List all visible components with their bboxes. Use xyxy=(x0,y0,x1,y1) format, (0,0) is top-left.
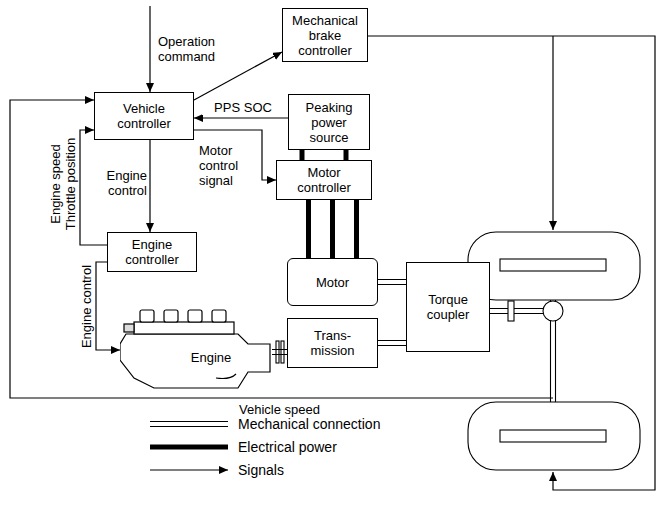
legend-stroke xyxy=(150,421,228,422)
legend-label: Mechanical connection xyxy=(238,416,380,432)
output-shaft xyxy=(490,308,543,309)
clutch-plate xyxy=(276,341,279,363)
node-label: Trans- mission xyxy=(298,328,368,358)
signal-arrow xyxy=(194,118,288,119)
connector-stroke xyxy=(378,279,406,280)
signal-label: Engine control xyxy=(96,168,148,198)
legend-stroke xyxy=(150,469,228,470)
motor-box: Motor xyxy=(287,258,378,306)
annotation-label: Operation command xyxy=(157,34,239,64)
node-label: Engine controller xyxy=(108,237,196,267)
command-arrow xyxy=(149,6,150,92)
connector-stroke xyxy=(272,349,287,350)
wheel-rim xyxy=(500,259,606,271)
node-label: Mechanical brake controller xyxy=(283,13,367,58)
legend-sample xyxy=(150,470,228,471)
connector-stroke xyxy=(354,200,359,258)
node-label: Motor xyxy=(312,275,353,290)
brake-signal-line xyxy=(552,36,553,230)
differential xyxy=(543,301,563,321)
signal-label: Engine control xyxy=(79,257,94,355)
signal-label: Engine speed Throttle position xyxy=(48,129,78,239)
node-label: Engine xyxy=(150,350,272,365)
node-label: Motor controller xyxy=(277,165,371,195)
connector-stroke xyxy=(272,354,287,355)
signal-arrow xyxy=(96,262,120,350)
legend-label: Signals xyxy=(238,462,284,478)
connector-stroke xyxy=(306,200,311,258)
signal-arrow xyxy=(150,140,151,232)
mechanical-link xyxy=(378,341,406,346)
wheel-tire xyxy=(468,402,640,470)
wheel-rim xyxy=(500,430,606,442)
coupler-box: Torque coupler xyxy=(406,262,490,352)
legend-sample xyxy=(150,447,228,448)
output-shaft xyxy=(490,313,543,314)
legend-stroke xyxy=(150,445,228,450)
connector-stroke xyxy=(300,150,305,160)
connector-stroke xyxy=(330,200,335,258)
node-label: Peaking power source xyxy=(289,100,369,145)
node-label: Vehicle controller xyxy=(95,101,193,131)
node-label: Torque coupler xyxy=(407,292,489,322)
controller-box: Mechanical brake controller xyxy=(282,8,368,62)
mechanical-link xyxy=(378,280,406,285)
controller-box: Vehicle controller xyxy=(94,92,194,140)
power-source-box: Peaking power source xyxy=(288,94,370,150)
annotation-label: Vehicle speed xyxy=(238,402,340,417)
engine-figure: Engine xyxy=(120,308,272,392)
signal-label: Motor control signal xyxy=(198,143,260,188)
connector-stroke xyxy=(378,340,406,341)
transmission-box: Trans- mission xyxy=(287,318,378,368)
shaft-coupling xyxy=(508,301,514,321)
controller-box: Motor controller xyxy=(276,160,372,200)
legend-stroke xyxy=(150,426,228,427)
power-line xyxy=(302,150,346,160)
brake-signal-line xyxy=(368,36,655,490)
signal-label: PPS SOC xyxy=(202,100,284,115)
connector-stroke xyxy=(378,284,406,285)
connector-stroke xyxy=(378,345,406,346)
connector-stroke xyxy=(194,117,288,118)
legend-sample xyxy=(150,422,228,427)
connector-stroke xyxy=(96,262,120,350)
legend-label: Electrical power xyxy=(238,439,337,455)
connector-stroke xyxy=(344,150,349,160)
power-line xyxy=(309,200,357,258)
controller-box: Engine controller xyxy=(107,232,197,272)
clutch-plate xyxy=(281,341,284,363)
wheel-tire xyxy=(468,232,640,300)
legend-samples xyxy=(150,422,228,471)
connector-stroke xyxy=(149,140,150,232)
mechanical-link xyxy=(272,350,287,355)
